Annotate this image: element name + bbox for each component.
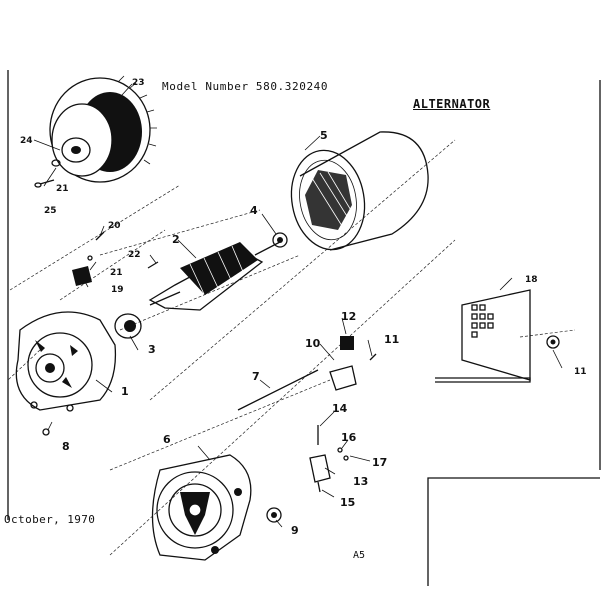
- callout-21-lower: 21: [110, 268, 123, 278]
- callout-2: 2: [172, 233, 180, 246]
- pulley-fan-assembly: [49, 75, 157, 183]
- callout-25: 25: [44, 206, 57, 216]
- bearing-3: [114, 313, 142, 339]
- through-bolt-7: [237, 369, 319, 411]
- callout-8: 8: [62, 440, 70, 453]
- assembly-line-c: [99, 209, 261, 256]
- callout-6: 6: [163, 433, 171, 446]
- callout-22: 22: [128, 250, 141, 260]
- assembly-line-g: [109, 239, 456, 556]
- callout-16: 16: [341, 431, 357, 444]
- assembly-line-a: [9, 184, 181, 291]
- callout-11-right: 11: [574, 367, 587, 377]
- rotor-assembly: [148, 241, 281, 311]
- model-number-label: Model Number 580.320240: [162, 80, 329, 93]
- callout-11-top: 11: [384, 333, 400, 346]
- screw-8: [42, 428, 50, 436]
- callout-12: 12: [341, 310, 357, 323]
- callout-7: 7: [252, 370, 260, 383]
- assembly-line-b: [59, 229, 166, 301]
- callout-13: 13: [353, 475, 369, 488]
- washer-screw-21-25: [34, 159, 61, 188]
- callout-24: 24: [20, 136, 33, 146]
- bearing-4: [272, 232, 288, 248]
- assembly-line-i: [519, 329, 576, 338]
- leader-lines: [33, 83, 563, 528]
- rear-end-bell: [151, 454, 252, 561]
- mounting-plate-18: [435, 289, 531, 383]
- corner-frame-line: [427, 477, 600, 586]
- callout-3: 3: [148, 343, 156, 356]
- callout-1: 1: [121, 385, 129, 398]
- callout-15: 15: [340, 496, 356, 509]
- callout-23: 23: [132, 78, 145, 88]
- callout-9: 9: [291, 524, 299, 537]
- callout-21-top: 21: [56, 184, 69, 194]
- callout-14: 14: [332, 402, 348, 415]
- callout-18: 18: [525, 275, 538, 285]
- callout-19: 19: [111, 285, 124, 295]
- stator-housing: [290, 131, 429, 251]
- callout-10: 10: [305, 337, 321, 350]
- callout-5: 5: [320, 129, 328, 142]
- section-title: ALTERNATOR: [413, 97, 491, 111]
- callout-17: 17: [372, 456, 388, 469]
- page-code: A5: [353, 550, 366, 561]
- terminal-13-17: [309, 425, 349, 493]
- assembly-line-e: [149, 139, 456, 401]
- revision-date: October, 1970: [4, 513, 96, 526]
- bearing-9: [266, 507, 282, 523]
- front-end-bell: [15, 311, 117, 412]
- callout-4: 4: [250, 204, 258, 217]
- connector-11-right: [546, 335, 560, 349]
- assembly-line-d: [119, 254, 301, 331]
- assembly-line-h: [7, 349, 41, 381]
- callout-20: 20: [108, 221, 121, 231]
- brush-holder-10-12: [329, 336, 377, 391]
